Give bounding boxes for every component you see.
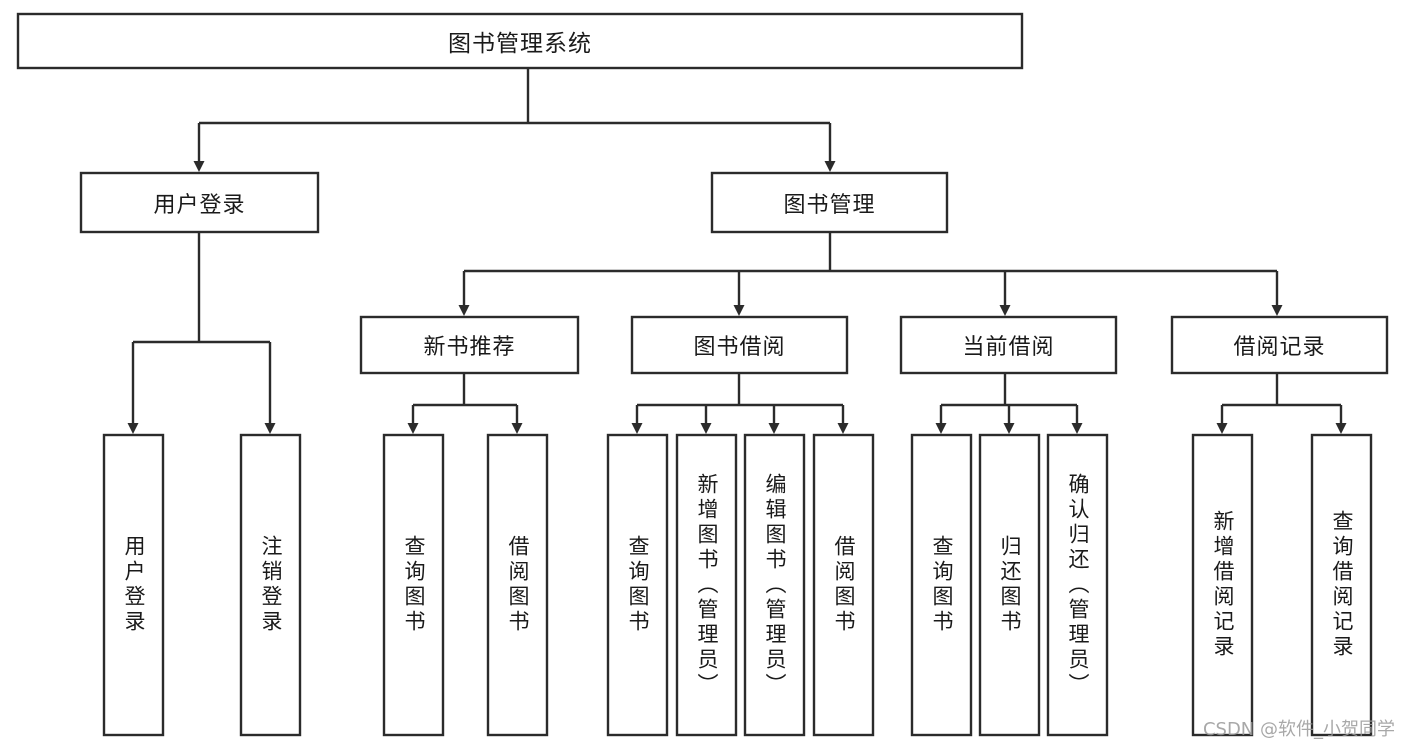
leaf-box-query-book-cb: [910, 433, 973, 737]
leaf-box-query-book-bb: [606, 433, 669, 737]
leaf-box-return-book: [978, 433, 1041, 737]
node-user-login-box: [79, 171, 320, 234]
leaf-box-add-record: [1191, 433, 1254, 737]
node-root-box: [16, 12, 1024, 70]
leaf-box-add-book: [675, 433, 738, 737]
node-current-borrow-box: [899, 315, 1118, 375]
leaf-box-query-record: [1310, 433, 1373, 737]
leaf-box-user-login: [102, 433, 165, 737]
leaf-box-confirm-return: [1046, 433, 1109, 737]
leaf-box-borrow-book-nb: [486, 433, 549, 737]
node-book-borrow-box: [630, 315, 849, 375]
leaf-box-logout: [239, 433, 302, 737]
node-new-book-box: [359, 315, 580, 375]
leaf-box-query-book-nb: [382, 433, 445, 737]
leaf-box-edit-book: [743, 433, 806, 737]
leaf-box-borrow-book-bb: [812, 433, 875, 737]
node-borrow-record-box: [1170, 315, 1389, 375]
node-book-manage-box: [710, 171, 949, 234]
